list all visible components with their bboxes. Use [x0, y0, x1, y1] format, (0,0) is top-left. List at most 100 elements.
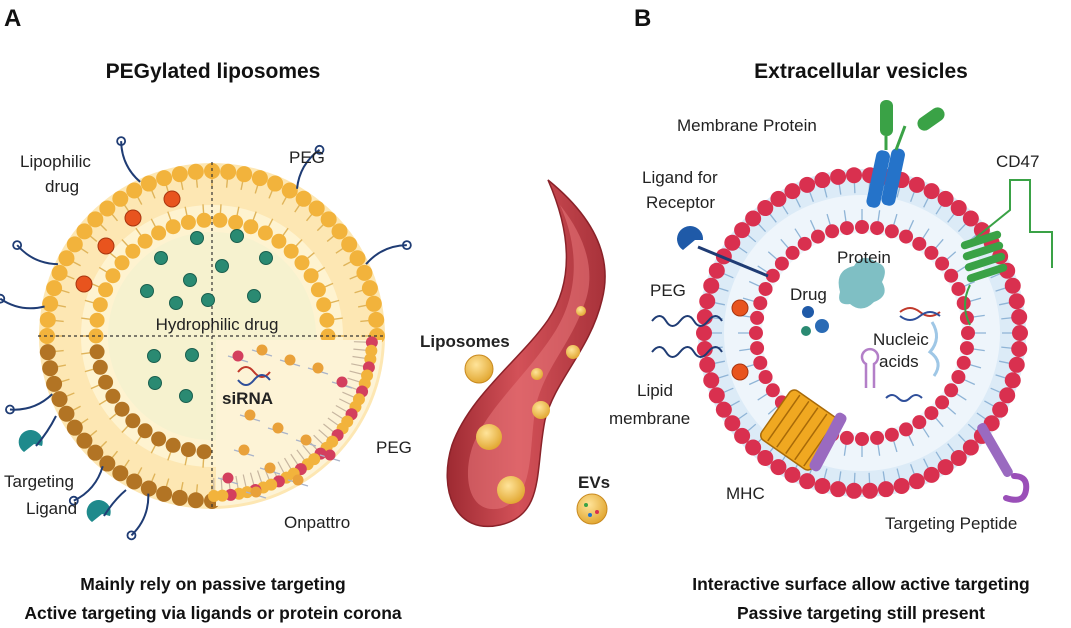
lipid-head [89, 344, 105, 360]
lipid-head [180, 442, 196, 458]
ev-lipid-head [884, 224, 899, 239]
ev-lipid-head [923, 466, 940, 483]
nucleic-acid-icon [860, 307, 941, 402]
ev-lipid-head [745, 439, 762, 456]
hydrophilic-drug-dot [169, 296, 183, 310]
ev-lipid-head [750, 341, 765, 356]
lipid-head [114, 255, 130, 271]
ev-lipid-head [765, 268, 780, 283]
ev-lipid-head [908, 473, 925, 490]
ev-lipid-head [774, 256, 789, 271]
lnp-head [256, 344, 268, 356]
lipid-head [51, 264, 68, 281]
ev-lipid-head [951, 281, 966, 296]
lipid-head [137, 233, 153, 249]
ev-lipid-head [708, 262, 725, 279]
ev-lipid-head [745, 210, 762, 227]
ev-lipid-head [956, 296, 971, 311]
ev-lipid-head [715, 401, 732, 418]
liposome-example-icon [464, 354, 494, 384]
label-targeting-peptide: Targeting Peptide [885, 514, 1017, 533]
lnp-head [324, 449, 336, 461]
peg-chain-end [314, 144, 325, 155]
particle-in-vessel [576, 306, 586, 316]
peg-chain-end [401, 240, 412, 251]
ev-lipid-head [935, 256, 950, 271]
peg-chain [120, 141, 141, 183]
ev-lipid-head [1011, 309, 1028, 326]
lnp-head [336, 376, 348, 388]
lipid-head [126, 473, 143, 490]
hydrophilic-drug-dot [259, 251, 273, 265]
label-nucleic: Nucleic [873, 330, 929, 349]
lnp-head [300, 434, 312, 446]
ev-lipid-head [935, 395, 950, 410]
label-protein: Protein [837, 248, 891, 267]
lipid-head [89, 312, 105, 328]
label-receptor: Receptor [646, 193, 715, 212]
targeting-ligand-icon [18, 415, 57, 452]
ev-lipid-head [950, 200, 967, 217]
ev-lipid-head [1008, 293, 1025, 310]
ev-lipid-head [924, 245, 939, 260]
peg-chain-end [0, 293, 6, 304]
lipid-head [281, 182, 298, 199]
ev-lipid-head [830, 168, 847, 185]
ev-example-icon [576, 493, 608, 525]
lipid-head [114, 401, 130, 417]
lipid-head [39, 311, 56, 328]
ev-lipid-head [912, 236, 927, 251]
ev-lipid-head [951, 370, 966, 385]
lipid-head [368, 311, 385, 328]
panel-a-caption-2: Active targeting via ligands or protein … [24, 603, 402, 623]
ev-lipid-head [1008, 356, 1025, 373]
lipid-head [196, 444, 212, 460]
ev-lipid-head [1004, 277, 1021, 294]
ev-lipid-head [749, 326, 763, 340]
label-lipid: Lipid [637, 381, 673, 400]
liposome-inner-heads [80, 204, 344, 468]
lipid-head [283, 243, 299, 259]
ev-lipid-head [956, 355, 971, 370]
ev-lumen [762, 233, 962, 433]
sirna-helix [237, 366, 271, 386]
hydrophilic-drug-dot [148, 376, 162, 390]
hydrophilic-drug-dot [247, 289, 261, 303]
label-mhc: MHC [726, 484, 765, 503]
lipid-head [341, 236, 358, 253]
lipid-head [257, 225, 273, 241]
ev-lipid-head [784, 466, 801, 483]
lipid-head [165, 219, 181, 235]
lipid-head [125, 413, 141, 429]
lipophilic-drug-dot [163, 190, 181, 208]
ev-lipid-head [750, 310, 765, 325]
lipid-head [58, 405, 75, 422]
panel-b-caption-1: Interactive surface allow active targeti… [692, 574, 1030, 594]
particle-in-vessel [531, 368, 543, 380]
lipid-head [125, 243, 141, 259]
lipid-head [316, 297, 332, 313]
ev-lipid-head [765, 383, 780, 398]
lnp-head [244, 409, 256, 421]
particle-in-vessel [476, 424, 502, 450]
lipophilic-drug-dot [124, 209, 142, 227]
lipid-head [320, 211, 337, 228]
ev-lipid-head [924, 406, 939, 421]
peg-chain [0, 297, 45, 310]
particle-in-vessel [497, 476, 525, 504]
lipid-head [156, 485, 173, 502]
peg-chain [9, 393, 53, 411]
ev-lipid-head [814, 477, 831, 494]
ev-lipid-head [753, 296, 768, 311]
lnp-head [222, 472, 234, 484]
ev-lipid-head [855, 432, 869, 446]
label-targeting: Targeting [4, 472, 74, 491]
lipid-head [365, 295, 382, 312]
lnp-head [238, 444, 250, 456]
lipid-head [156, 170, 173, 187]
peg-chain [73, 465, 104, 502]
lipid-head [98, 374, 114, 390]
ev-lipid-head [696, 309, 713, 326]
ev-lipid-head [950, 449, 967, 466]
lipid-head [92, 359, 108, 375]
